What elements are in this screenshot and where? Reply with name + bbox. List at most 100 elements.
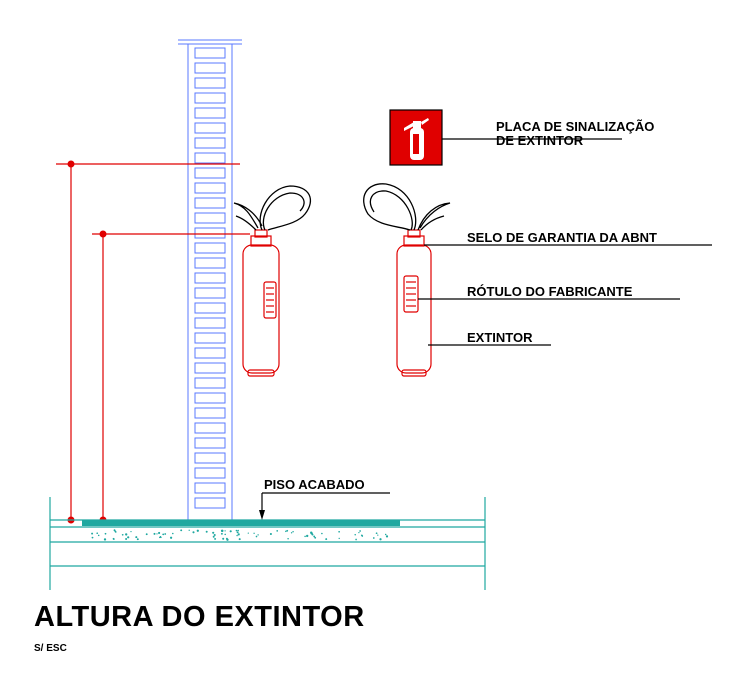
concrete-dot — [375, 532, 378, 535]
concrete-dot — [338, 530, 340, 533]
wall-block — [194, 257, 226, 269]
leader-lines — [261, 138, 712, 512]
concrete-dot — [226, 538, 229, 541]
concrete-dot — [235, 529, 238, 532]
concrete-dot — [276, 530, 279, 532]
wall-block — [194, 317, 226, 329]
wall-block — [194, 377, 226, 389]
concrete-dot — [113, 538, 115, 541]
wall-extinguisher — [242, 229, 280, 377]
concrete-dot — [162, 533, 165, 536]
wall-block — [194, 407, 226, 419]
concrete-dot — [236, 531, 239, 534]
wall-block — [194, 362, 226, 374]
concrete-dot — [285, 530, 287, 533]
concrete-dot — [196, 529, 199, 532]
concrete-dot — [222, 537, 225, 540]
concrete-dot — [160, 536, 162, 539]
concrete-dot — [287, 537, 289, 540]
concrete-dot — [290, 532, 293, 534]
concrete-dot — [156, 533, 158, 535]
concrete-dot — [379, 538, 382, 541]
concrete-dot — [212, 535, 215, 538]
concrete-dot — [164, 533, 167, 535]
concrete-dot — [121, 533, 124, 536]
wall-block — [194, 287, 226, 299]
concrete-dot — [354, 533, 356, 536]
concrete-dot — [91, 532, 94, 535]
concrete-dot — [103, 538, 107, 541]
concrete-dot — [97, 534, 100, 537]
concrete-dot — [253, 532, 255, 534]
concrete-dot — [257, 534, 259, 536]
concrete-dot — [311, 533, 314, 536]
concrete-dot — [125, 538, 128, 540]
dimension-markers — [67, 160, 107, 524]
concrete-dot — [236, 534, 238, 537]
concrete-dot — [247, 532, 249, 534]
concrete-dot — [115, 531, 117, 533]
concrete-dot — [237, 533, 240, 536]
concrete-dot — [91, 536, 94, 539]
wall-block — [194, 497, 226, 509]
concrete-dot — [358, 531, 360, 534]
wall-extinguisher-handle — [233, 185, 312, 231]
front-extinguisher — [396, 229, 432, 377]
concrete-dot — [220, 529, 224, 532]
concrete-dot — [153, 532, 156, 535]
concrete-dot — [361, 535, 364, 537]
wall-block — [194, 107, 226, 119]
finished-floor-label: PISO ACABADO — [264, 477, 365, 492]
wall-block — [194, 392, 226, 404]
wall-block — [194, 272, 226, 284]
wall-block — [194, 47, 226, 59]
concrete-dot — [372, 537, 375, 539]
wall-block — [194, 92, 226, 104]
extinguisher-sign-plate — [389, 109, 443, 166]
concrete-dot — [172, 532, 174, 535]
concrete-dot — [377, 534, 379, 536]
finished-floor-hatch — [82, 520, 400, 526]
concrete-dot — [355, 538, 357, 541]
concrete-dot — [145, 533, 148, 536]
wall-blocks — [194, 47, 226, 509]
concrete-dot — [292, 530, 294, 533]
wall-block — [194, 302, 226, 314]
concrete-dot — [169, 536, 173, 539]
wall-block — [194, 182, 226, 194]
wall-block — [194, 422, 226, 434]
wall-block — [194, 347, 226, 359]
concrete-dot — [237, 529, 239, 532]
scale-note: S/ ESC — [34, 643, 67, 654]
wall-block — [194, 197, 226, 209]
concrete-dot — [313, 535, 316, 538]
concrete-dot — [224, 533, 226, 536]
extinguisher-label: EXTINTOR — [467, 330, 533, 345]
concrete-dot — [104, 532, 107, 535]
wall-block — [194, 152, 226, 164]
concrete-dot — [127, 536, 130, 539]
concrete-dot — [180, 529, 183, 532]
concrete-dot — [212, 531, 215, 534]
wall-block — [194, 212, 226, 224]
concrete-dot — [213, 533, 216, 537]
wall-block — [194, 242, 226, 254]
front-extinguisher-handle — [363, 183, 451, 231]
sign-plate-label-line2: DE EXTINTOR — [496, 133, 584, 148]
concrete-dot — [306, 534, 309, 538]
wall-block — [194, 77, 226, 89]
masonry-wall — [178, 39, 242, 520]
concrete-dot — [214, 537, 217, 540]
concrete-dot — [135, 536, 138, 539]
concrete-dot — [159, 536, 161, 539]
concrete-fill — [91, 529, 389, 541]
concrete-dot — [188, 529, 190, 531]
concrete-dot — [125, 533, 128, 536]
concrete-dot — [321, 532, 323, 535]
wall-block — [194, 227, 226, 239]
concrete-dot — [220, 532, 223, 535]
concrete-dot — [386, 535, 388, 538]
wall-block — [194, 137, 226, 149]
concrete-dot — [158, 531, 161, 535]
